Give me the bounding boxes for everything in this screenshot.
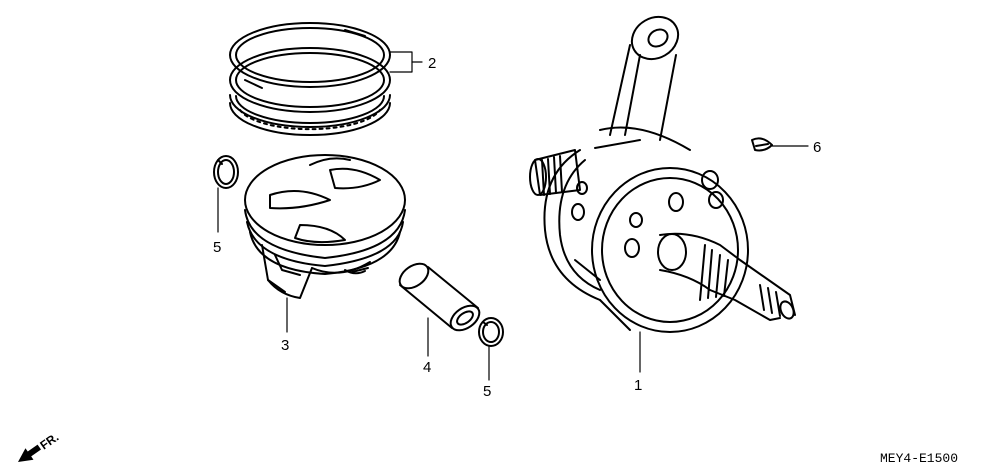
crankshaft-drawing [529, 15, 796, 333]
arrow-icon [18, 444, 42, 462]
callout-piston-pin: 4 [423, 359, 431, 376]
diagram-code: MEY4-E1500 [880, 451, 958, 466]
piston-drawing [244, 154, 406, 299]
piston-rings-drawing [229, 22, 391, 136]
callout-crankshaft: 1 [634, 377, 642, 394]
callout-clip-right: 5 [483, 383, 491, 400]
callout-piston-rings: 2 [428, 55, 436, 72]
piston-pin-drawing [398, 262, 481, 332]
clip-left-drawing [213, 155, 239, 189]
leader-lines [217, 51, 809, 381]
callout-clip-left: 5 [213, 239, 221, 256]
front-direction-marker: FR. [18, 430, 61, 462]
woodruff-key-drawing [751, 137, 773, 152]
callout-woodruff-key: 6 [813, 139, 821, 156]
clip-right-drawing [478, 317, 504, 347]
callout-piston: 3 [281, 337, 289, 354]
direction-label: FR. [37, 430, 61, 453]
